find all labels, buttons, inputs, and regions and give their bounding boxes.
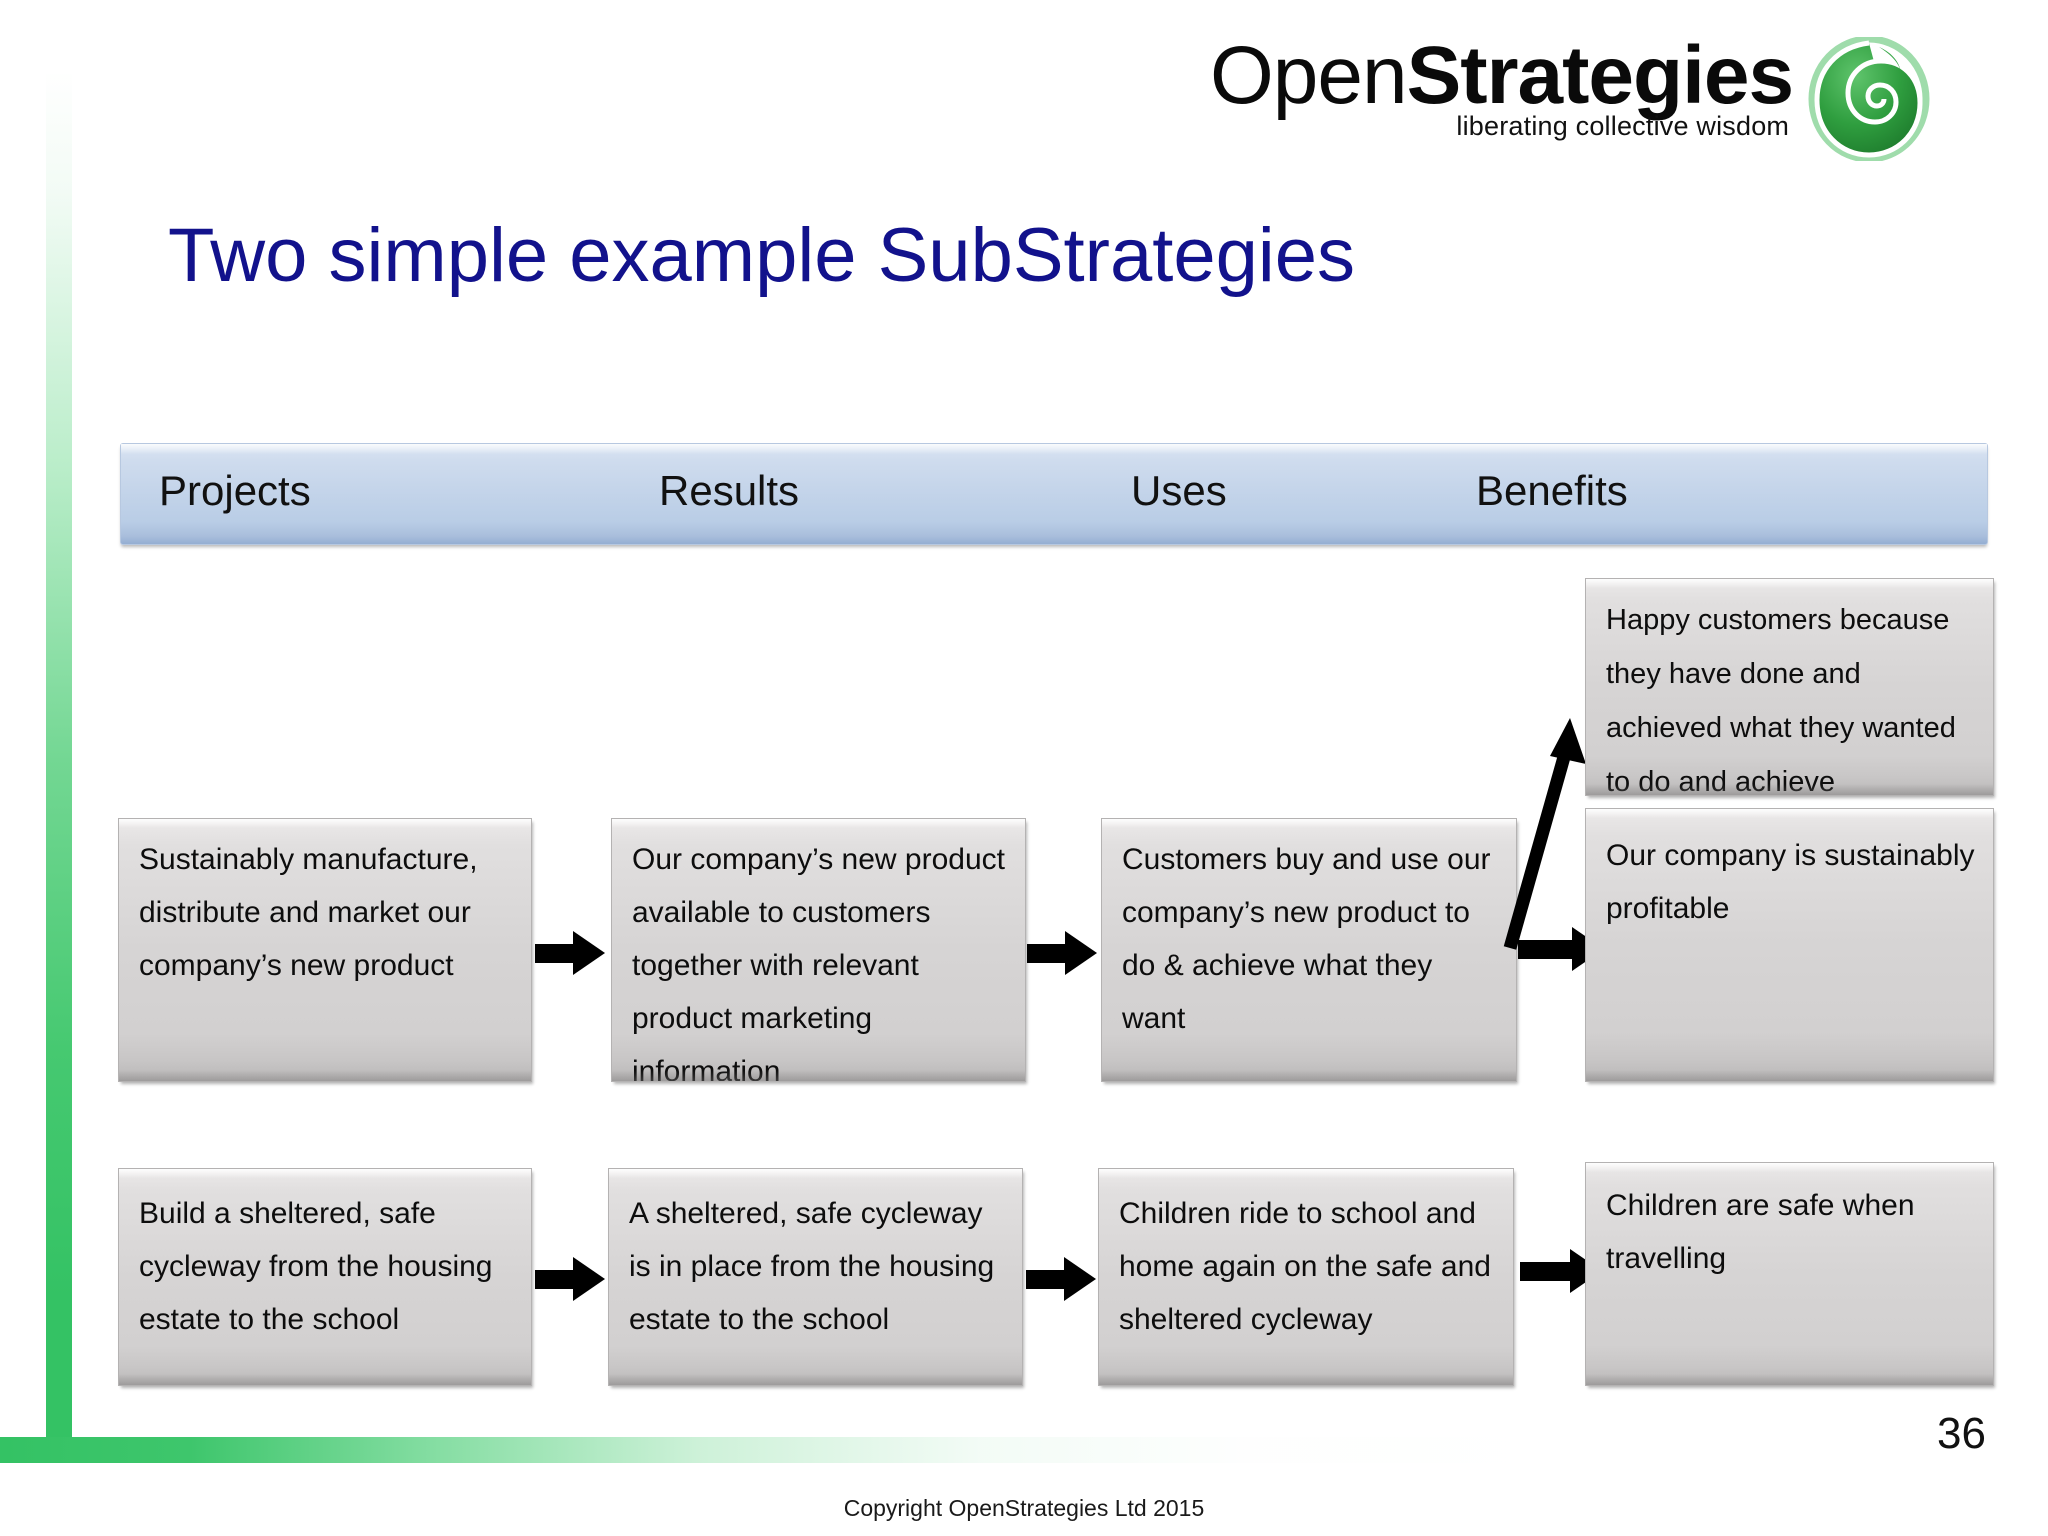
process-box-use-2[interactable]: Children ride to school and home again o…: [1098, 1168, 1514, 1386]
stage-header-results: Results: [659, 467, 800, 514]
process-box-benefit-1b[interactable]: Our company is sustainably profitable: [1585, 808, 1994, 1082]
arrow-use1-to-benefit1a: [1500, 700, 1640, 960]
process-box-project-2[interactable]: Build a sheltered, safe cycleway from th…: [118, 1168, 532, 1386]
logo-word-strategies: Strategies: [1406, 30, 1795, 121]
process-box-text: Our company is sustainably profitable: [1606, 839, 1975, 925]
process-box-project-1[interactable]: Sustainably manufacture, distribute and …: [118, 818, 532, 1082]
stages-header-band: Projects Results Uses Benefits: [120, 443, 1988, 545]
process-box-use-1[interactable]: Customers buy and use our company’s new …: [1101, 818, 1517, 1082]
openstrategies-logo: OpenStrategies liberating collective wis…: [1210, 35, 1931, 163]
process-box-benefit-2[interactable]: Children are safe when travelling: [1585, 1162, 1994, 1386]
process-box-result-2[interactable]: A sheltered, safe cycleway is in place f…: [608, 1168, 1023, 1386]
stage-header-uses: Uses: [1131, 467, 1227, 514]
process-box-text: Customers buy and use our company’s new …: [1122, 843, 1491, 1035]
page-number: 36: [1937, 1409, 1986, 1458]
process-box-text: Sustainably manufacture, distribute and …: [139, 843, 478, 982]
left-green-accent-bar: [46, 0, 72, 1462]
spiral-shell-icon: [1807, 35, 1931, 166]
process-box-text: A sheltered, safe cycleway is in place f…: [629, 1197, 995, 1336]
logo-word-open: Open: [1210, 30, 1408, 121]
stage-header-benefits: Benefits: [1476, 467, 1628, 514]
process-box-benefit-1a[interactable]: Happy customers because they have done a…: [1585, 578, 1994, 796]
process-box-result-1[interactable]: Our company’s new product available to c…: [611, 818, 1026, 1082]
copyright-notice: Copyright OpenStrategies Ltd 2015: [843, 1495, 1205, 1521]
process-box-text: Build a sheltered, safe cycleway from th…: [139, 1197, 493, 1336]
logo-wordmark: OpenStrategies liberating collective wis…: [1210, 35, 1794, 140]
logo-word: OpenStrategies: [1210, 35, 1794, 117]
logo-tagline: liberating collective wisdom: [1456, 111, 1790, 141]
process-box-text: Happy customers because they have done a…: [1606, 604, 1956, 796]
process-box-text: Children ride to school and home again o…: [1119, 1197, 1491, 1336]
page-title: Two simple example SubStrategies: [168, 213, 1356, 298]
stage-header-projects: Projects: [159, 467, 311, 514]
process-box-text: Our company’s new product available to c…: [632, 843, 1005, 1082]
process-box-text: Children are safe when travelling: [1606, 1189, 1915, 1275]
bottom-green-accent-bar: [0, 1437, 1560, 1463]
